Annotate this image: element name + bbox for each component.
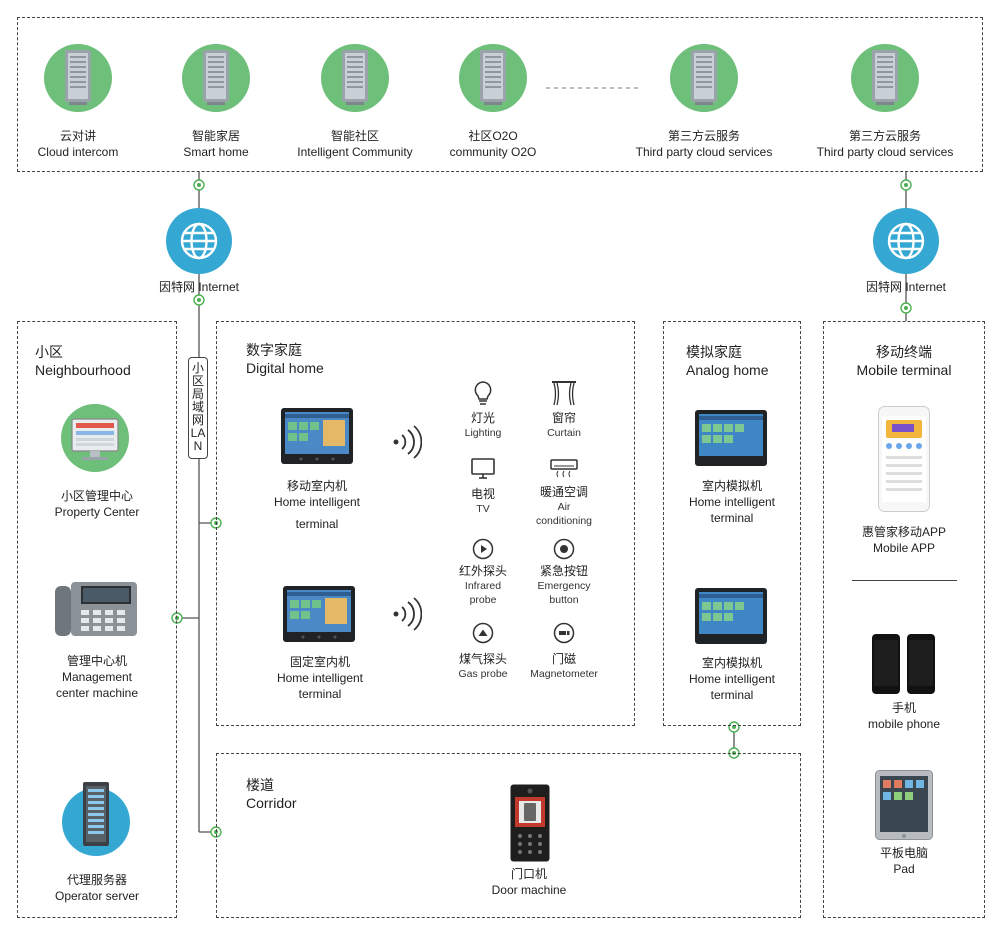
globe-icon: [872, 207, 940, 280]
digital-home-box: [216, 321, 635, 726]
air-conditioner-icon: [550, 459, 578, 484]
magnetometer-icon: [553, 622, 575, 649]
server-icon: [43, 43, 113, 118]
indoor-terminal-icon: [281, 408, 353, 471]
emergency-button-icon: [553, 538, 575, 565]
server-icon: [669, 43, 739, 118]
analog-terminal-icon: [695, 588, 767, 651]
light-bulb-icon: [472, 380, 494, 411]
server-rack-icon: [61, 780, 131, 861]
gas-probe-icon: [472, 622, 494, 649]
analog-home-box: [663, 321, 801, 726]
tv-icon: [471, 458, 495, 485]
monitor-icon: [60, 403, 130, 478]
infrared-probe-icon: [472, 538, 494, 565]
curtain-icon: [551, 380, 577, 411]
wireless-icon: [392, 425, 423, 464]
door-machine-icon: [510, 784, 550, 867]
internet-label-left: 因特网 Internet: [158, 280, 240, 294]
server-icon: [850, 43, 920, 118]
server-icon: [181, 43, 251, 118]
analog-terminal-icon: [695, 410, 767, 473]
cloud-services-box: [17, 17, 983, 172]
mobile-phone-icon: [871, 633, 937, 700]
divider: [852, 580, 957, 581]
globe-icon: [165, 207, 233, 280]
server-icon: [458, 43, 528, 118]
desk-phone-icon: [53, 580, 139, 643]
corridor-box: [216, 753, 801, 918]
internet-label-right: 因特网 Internet: [865, 280, 947, 294]
wireless-icon: [392, 597, 423, 636]
lan-label: 小区局域网LAN: [188, 357, 208, 459]
server-icon: [320, 43, 390, 118]
indoor-terminal-icon: [283, 586, 355, 649]
mobile-terminal-box: [823, 321, 985, 918]
tablet-icon: [875, 770, 933, 845]
mobile-app-screenshot-icon: [878, 406, 930, 517]
neighbourhood-box: [17, 321, 177, 918]
